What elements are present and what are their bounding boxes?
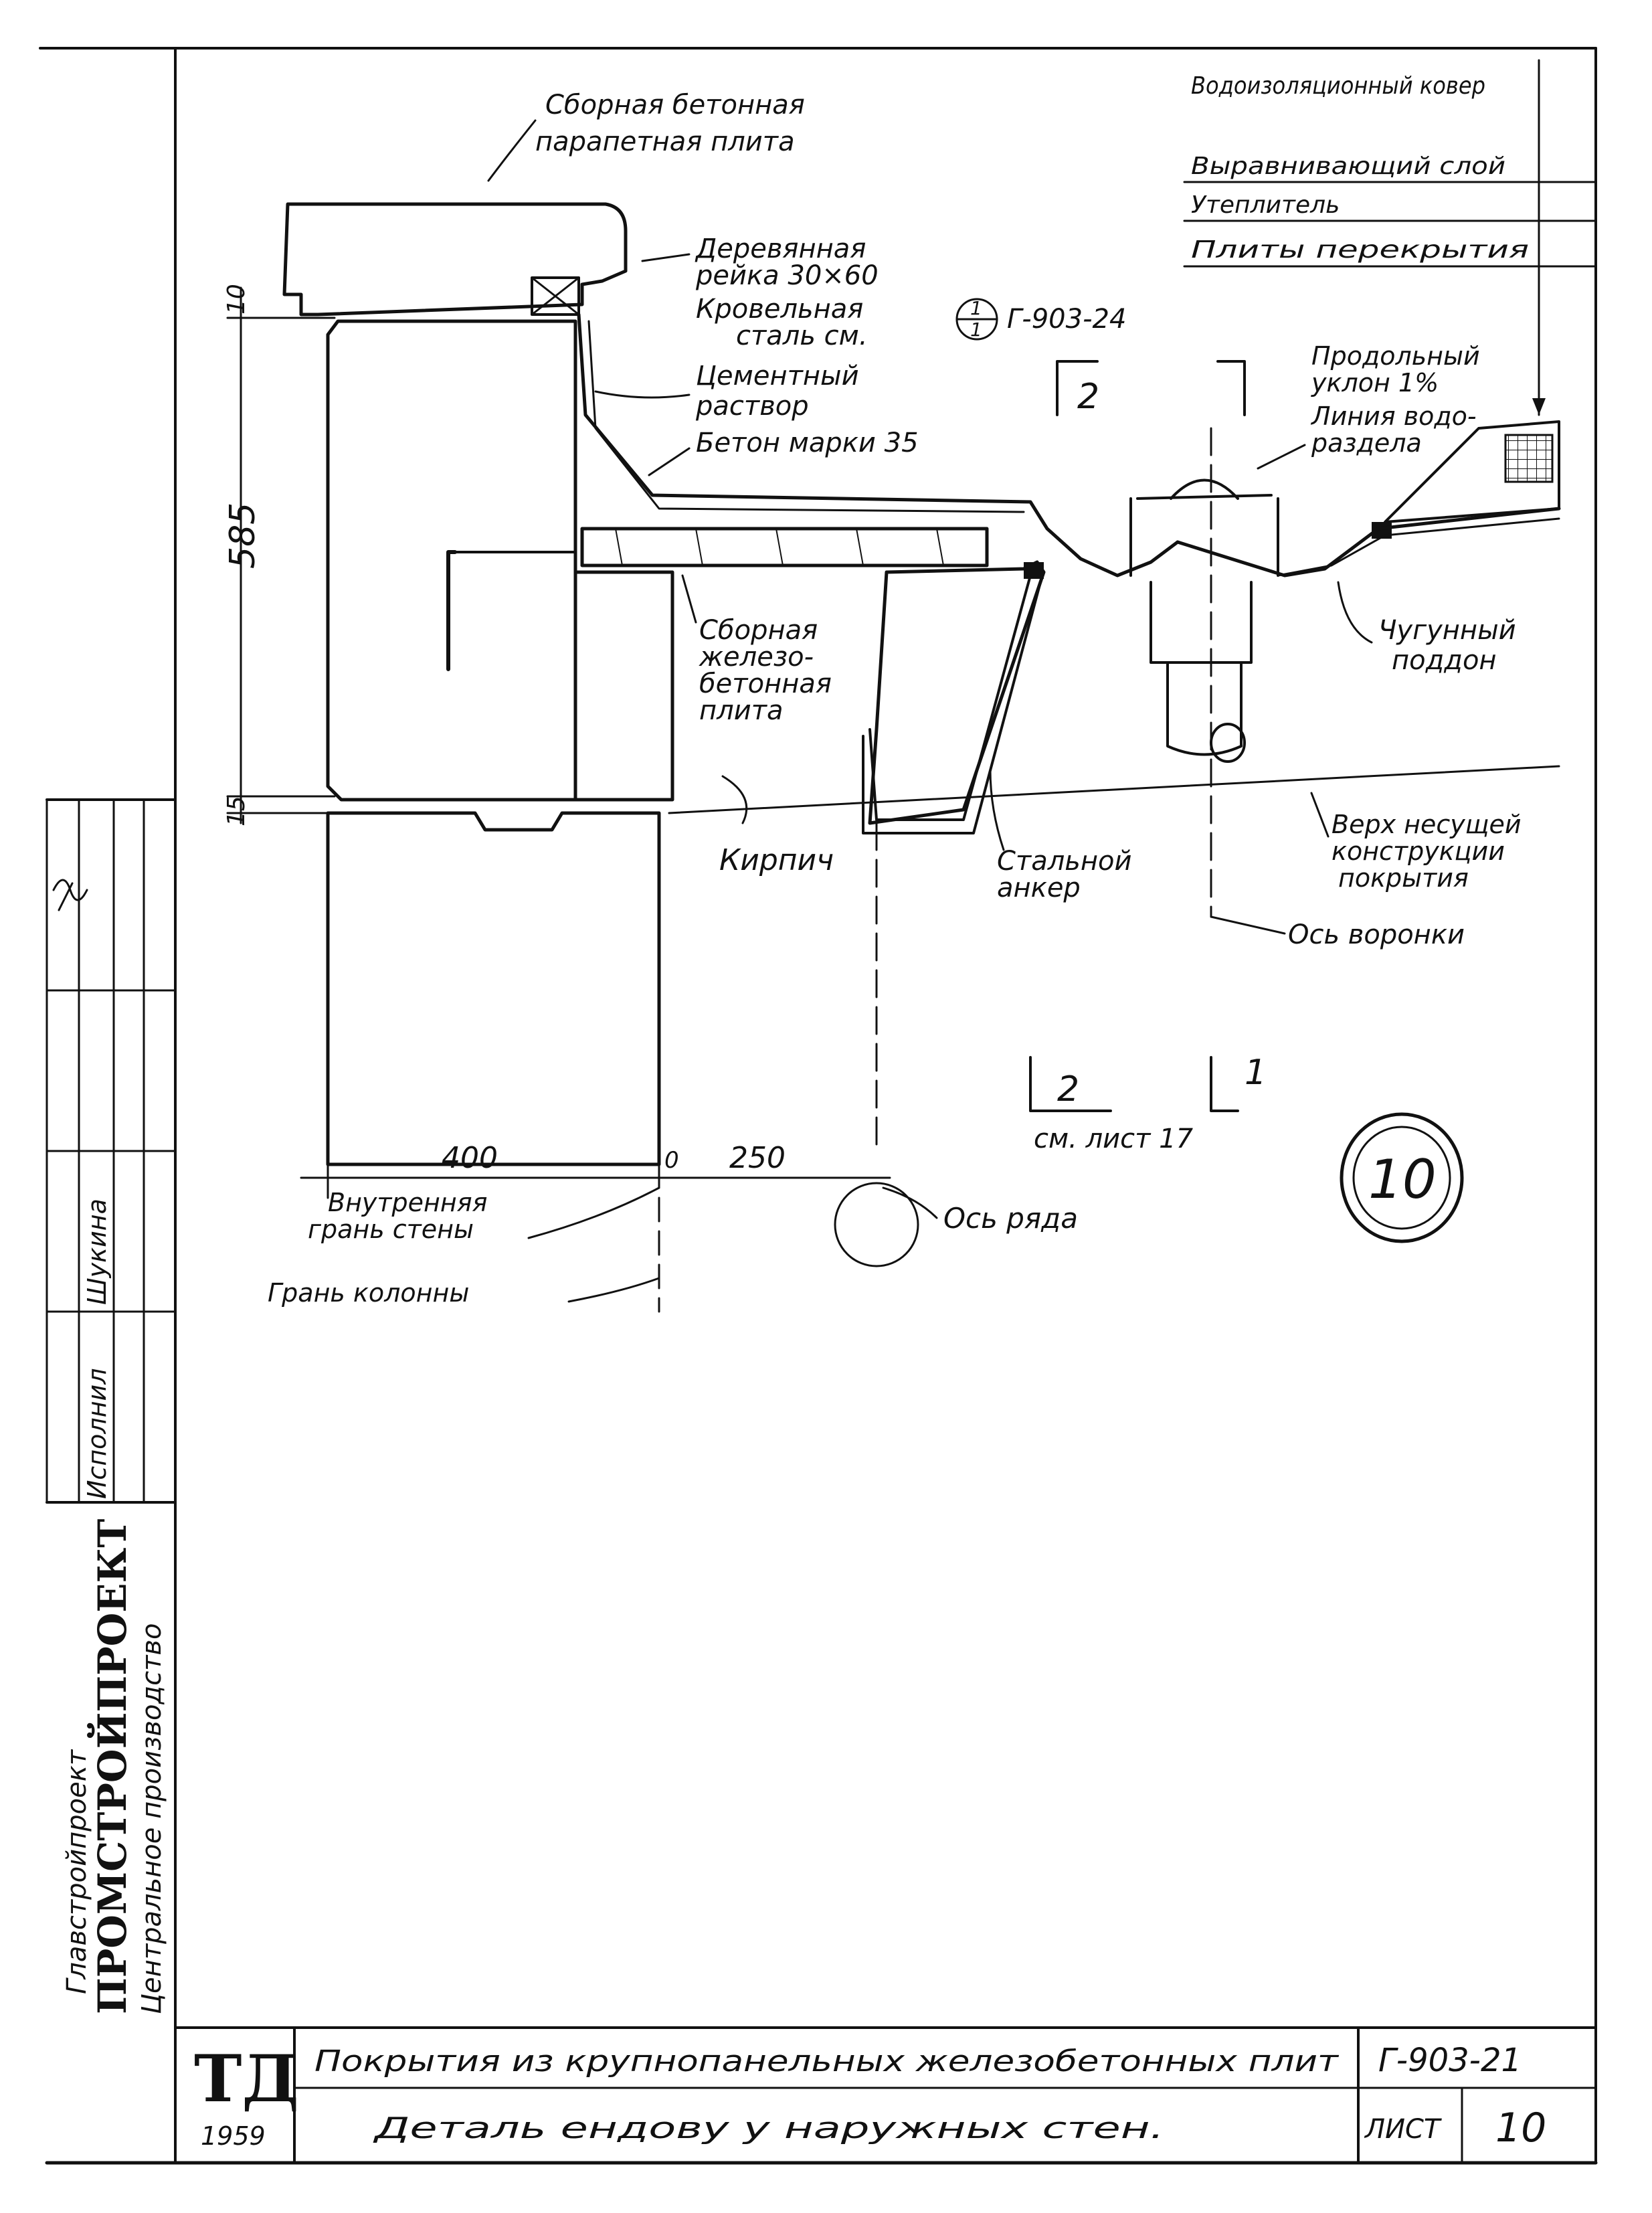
label-watershed-1: Линия водо- — [1310, 402, 1477, 431]
label-top-struct-3: покрытия — [1338, 863, 1469, 893]
label-brick: Кирпич — [719, 843, 834, 877]
annotations: Сборная бетонная парапетная плита Деревя… — [268, 90, 1522, 1308]
parapet-plate — [282, 202, 628, 317]
dim-0: 0 — [664, 1147, 679, 1174]
dim-15: 15 — [223, 796, 250, 826]
label-rc-2: железо- — [699, 642, 814, 673]
label-watershed-2: раздела — [1311, 428, 1422, 458]
dimension-lines: 10 585 15 400 0 250 — [223, 284, 919, 1267]
steel-anchor — [862, 581, 1042, 834]
gutter-slab — [868, 560, 1046, 825]
roof-steel-sheet — [577, 313, 1180, 578]
label-rc-3: бетонная — [699, 669, 832, 699]
series-code: Г-903-21 — [1378, 2042, 1522, 2079]
row-axis-bubble — [834, 1182, 919, 1267]
section-1-bottom: 1 — [1245, 1053, 1267, 1093]
insulation-slope — [1384, 420, 1560, 523]
label-roof-steel-2: сталь см. — [736, 321, 868, 351]
wood-strip — [531, 276, 580, 316]
sheet-number: 10 — [1495, 2105, 1546, 2151]
org-main-text: ПРОМСТРОЙПРОЕКТ — [87, 1519, 135, 2014]
section-2-bottom: 2 — [1057, 1069, 1079, 1110]
project-title: Покрытия из крупнопанельных железобетонн… — [314, 2044, 1340, 2078]
detail-number-badge: 10 — [1340, 1112, 1464, 1243]
dim-585: 585 — [223, 503, 263, 569]
legend-insulation: Утеплитель — [1191, 191, 1340, 219]
label-top-struct-1: Верх несущей — [1332, 810, 1522, 839]
legend-waterproofing: Водоизоляционный ковер — [1191, 72, 1485, 100]
label-roof-steel-1: Кровельная — [696, 294, 863, 325]
label-cement-2: раствор — [695, 391, 809, 422]
label-parapet-1: Сборная бетонная — [545, 90, 805, 120]
legend-leveling-layer: Выравнивающий слой — [1191, 153, 1505, 180]
title-block: ТД 1959 Покрытия из крупнопанельных желе… — [174, 2026, 1597, 2164]
drain-pipe — [1166, 661, 1243, 756]
year-text: 1959 — [201, 2121, 266, 2151]
performer-label: Исполнил — [82, 1368, 112, 1499]
dim-250: 250 — [729, 1141, 786, 1175]
ref-top: 1 — [970, 297, 982, 319]
sheet-label: ЛИСТ — [1364, 2114, 1443, 2145]
dim-400: 400 — [442, 1141, 498, 1175]
label-cast-iron-2: поддон — [1392, 645, 1497, 676]
label-anchor-2: анкер — [997, 873, 1081, 903]
insulation-block — [1504, 434, 1554, 483]
ref-code: Г-903-24 — [1007, 304, 1126, 335]
label-parapet-2: парапетная плита — [535, 126, 795, 157]
label-row-axis: Ось ряда — [943, 1202, 1078, 1235]
detail-number: 10 — [1368, 1148, 1437, 1211]
label-rc-4: плита — [699, 695, 784, 726]
label-column-face: Грань колонны — [268, 1278, 469, 1308]
brick-masonry — [573, 570, 674, 802]
lower-wall-block — [326, 811, 661, 1166]
ref-bottom: 1 — [970, 319, 982, 341]
performer-name: Шукина — [82, 1199, 112, 1305]
legend-slabs: Плиты перекрытия — [1191, 236, 1529, 264]
signature-mark — [52, 879, 88, 911]
side-stamp-block: Исполнил Шукина Главстройпроект ПРОМСТРО… — [45, 798, 177, 2014]
label-cement-1: Цементный — [696, 361, 859, 391]
funnel-body — [1150, 581, 1253, 664]
label-slope-1: Продольный — [1311, 341, 1480, 371]
label-funnel-axis: Ось воронки — [1288, 919, 1465, 950]
label-concrete: Бетон марки 35 — [696, 428, 919, 458]
label-inner-face-2: грань стены — [308, 1215, 474, 1244]
wall-construction — [282, 202, 1561, 1313]
label-slope-2: уклон 1% — [1311, 368, 1439, 397]
label-inner-face-1: Внутренняя — [328, 1188, 487, 1217]
section-2-top: 2 — [1077, 377, 1099, 417]
layer-legend: Водоизоляционный ковер Выравнивающий сло… — [1183, 59, 1597, 416]
funnel-top — [1129, 494, 1279, 577]
label-anchor-1: Стальной — [997, 846, 1132, 877]
dim-10: 10 — [223, 284, 250, 315]
td-logo: ТД — [194, 2041, 299, 2117]
org-upper-text: Главстройпроект — [62, 1749, 92, 1994]
label-top-struct-2: конструкции — [1332, 836, 1505, 866]
upper-wall-block — [326, 319, 577, 802]
section-markers: 2 2 1 см. лист 17 1 1 Г-903-24 — [955, 297, 1267, 1154]
label-rc-1: Сборная — [699, 615, 818, 646]
label-wood-2: рейка 30×60 — [695, 260, 879, 291]
label-cast-iron-1: Чугунный — [1378, 615, 1516, 646]
see-sheet-text: см. лист 17 — [1034, 1124, 1194, 1154]
sheet-frame — [39, 47, 1598, 2165]
org-lower-text: Центральное производство — [136, 1623, 167, 2014]
label-wood-1: Деревянная — [695, 234, 866, 264]
detail-title: Деталь ендову у наружных стен. — [373, 2111, 1164, 2145]
rc-slab — [580, 527, 989, 567]
